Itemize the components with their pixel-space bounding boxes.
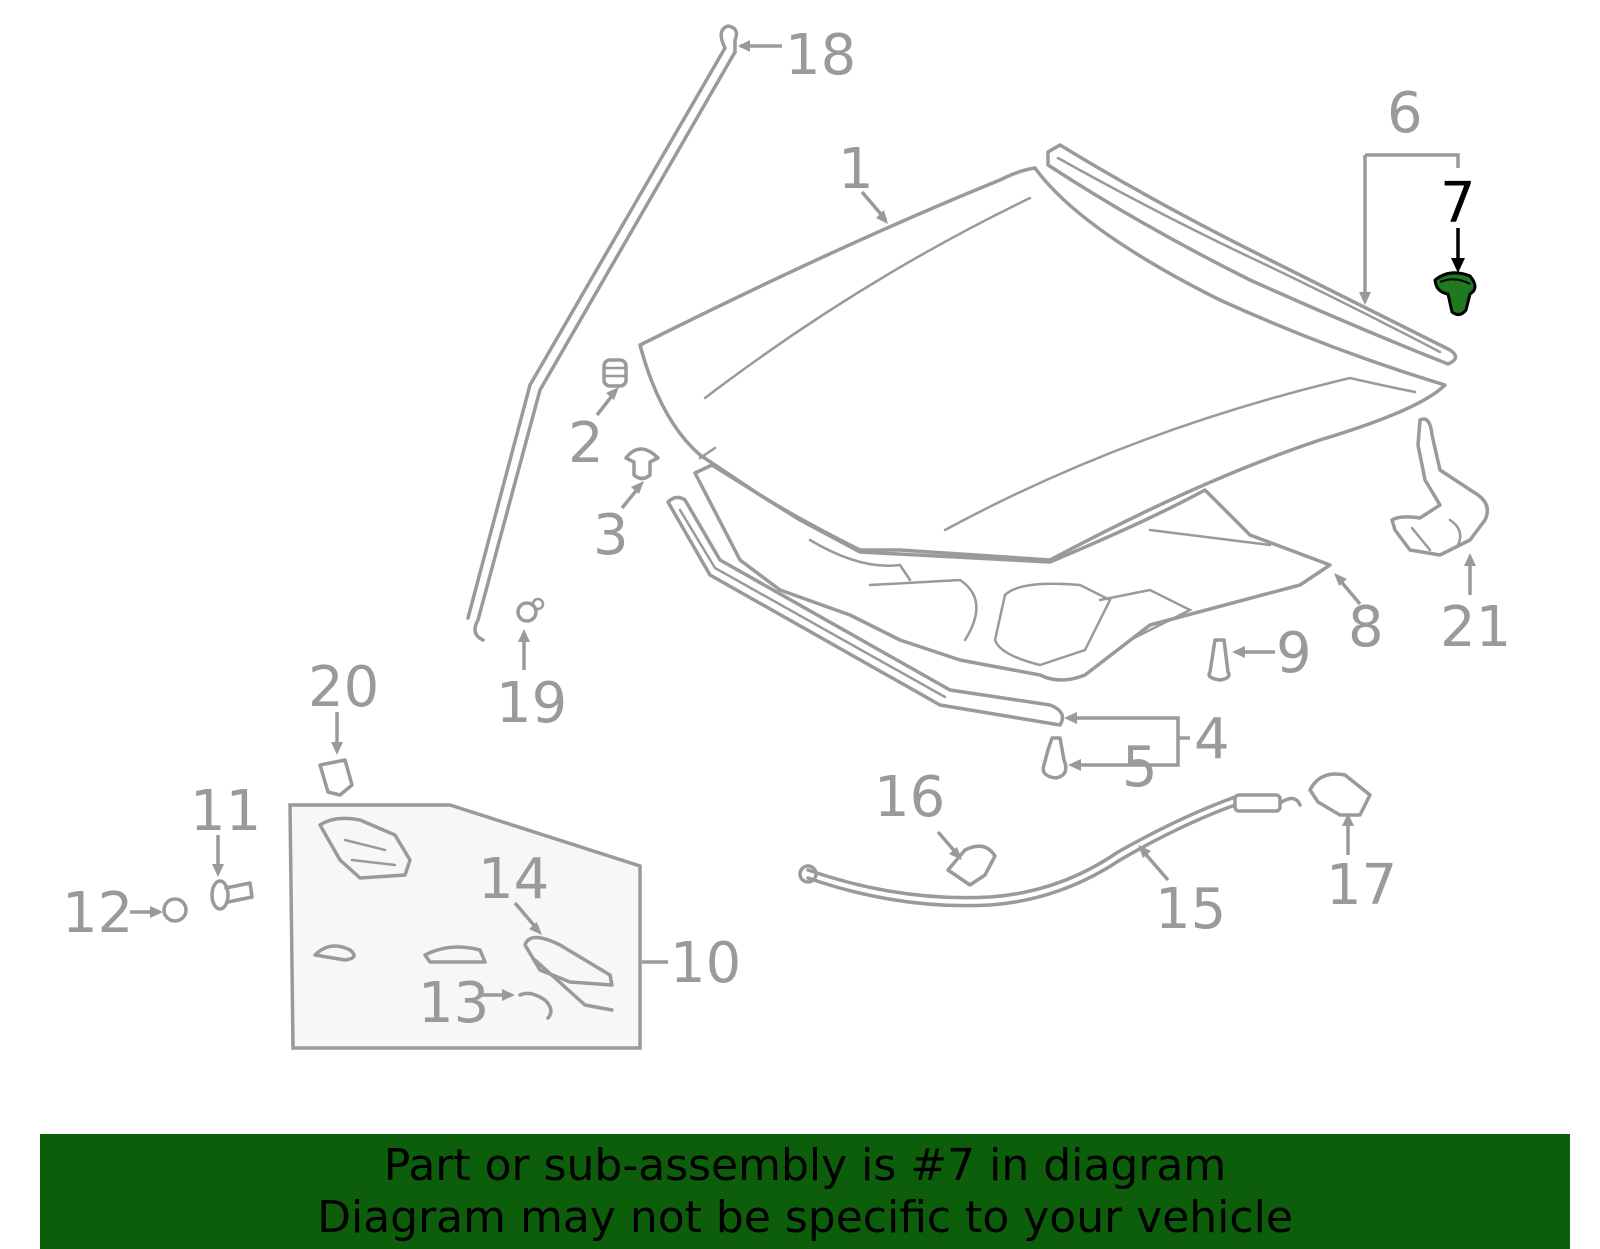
callout-1: 1 — [838, 137, 874, 202]
part-20-clip[interactable] — [318, 758, 354, 797]
callout-11: 11 — [190, 779, 261, 844]
callout-4: 4 — [1194, 707, 1230, 772]
part-12-grommet[interactable] — [162, 897, 188, 923]
part-4-front-seal[interactable] — [666, 495, 1065, 727]
callout-20: 20 — [308, 655, 379, 720]
part-1-hood-panel[interactable] — [638, 166, 1447, 562]
callout-17: 17 — [1326, 853, 1397, 918]
part-5-retainer[interactable] — [1041, 736, 1068, 780]
part-10-lock-assembly-box[interactable] — [288, 803, 642, 1050]
callout-5: 5 — [1122, 735, 1158, 800]
leader-lines — [130, 40, 1476, 1001]
callout-14: 14 — [478, 847, 549, 912]
part-21-hood-hinge[interactable] — [1390, 417, 1490, 557]
part-6-hood-seal[interactable] — [1046, 143, 1458, 366]
callout-8: 8 — [1348, 595, 1384, 660]
part-9-push-clip[interactable] — [1207, 638, 1231, 682]
part-19-fastener[interactable] — [516, 597, 545, 623]
part-15-release-cable[interactable] — [798, 793, 1302, 908]
part-8-hood-insulator[interactable] — [693, 463, 1332, 682]
callout-12: 12 — [62, 881, 133, 946]
callout-9: 9 — [1276, 621, 1312, 686]
callout-labels: 18 1 6 7 2 3 8 9 21 4 5 19 20 11 12 10 1… — [62, 23, 1511, 1036]
part-3-clip[interactable] — [624, 447, 660, 481]
callout-16: 16 — [874, 765, 945, 830]
callout-21: 21 — [1440, 595, 1511, 660]
callout-10: 10 — [670, 931, 741, 996]
banner-line-1: Part or sub-assembly is #7 in diagram — [383, 1139, 1227, 1191]
callout-18: 18 — [785, 23, 856, 88]
callout-6: 6 — [1387, 81, 1423, 146]
info-banner: Part or sub-assembly is #7 in diagram Di… — [40, 1134, 1570, 1249]
banner-line-2: Diagram may not be specific to your vehi… — [317, 1191, 1293, 1243]
callout-13: 13 — [418, 971, 489, 1036]
part-17-release-handle[interactable] — [1308, 772, 1372, 817]
callout-19: 19 — [496, 671, 567, 736]
callout-15: 15 — [1155, 877, 1226, 942]
callout-7: 7 — [1440, 171, 1476, 236]
part-11-bolt[interactable] — [210, 879, 254, 911]
part-18-hood-support-rod[interactable] — [466, 24, 739, 642]
callout-2: 2 — [568, 411, 604, 476]
callout-3: 3 — [593, 503, 629, 568]
part-2-bumper-stop[interactable] — [602, 358, 628, 388]
part-16-cable-clip[interactable] — [946, 844, 997, 887]
part-7-highlighted-cushion[interactable] — [1433, 271, 1477, 317]
